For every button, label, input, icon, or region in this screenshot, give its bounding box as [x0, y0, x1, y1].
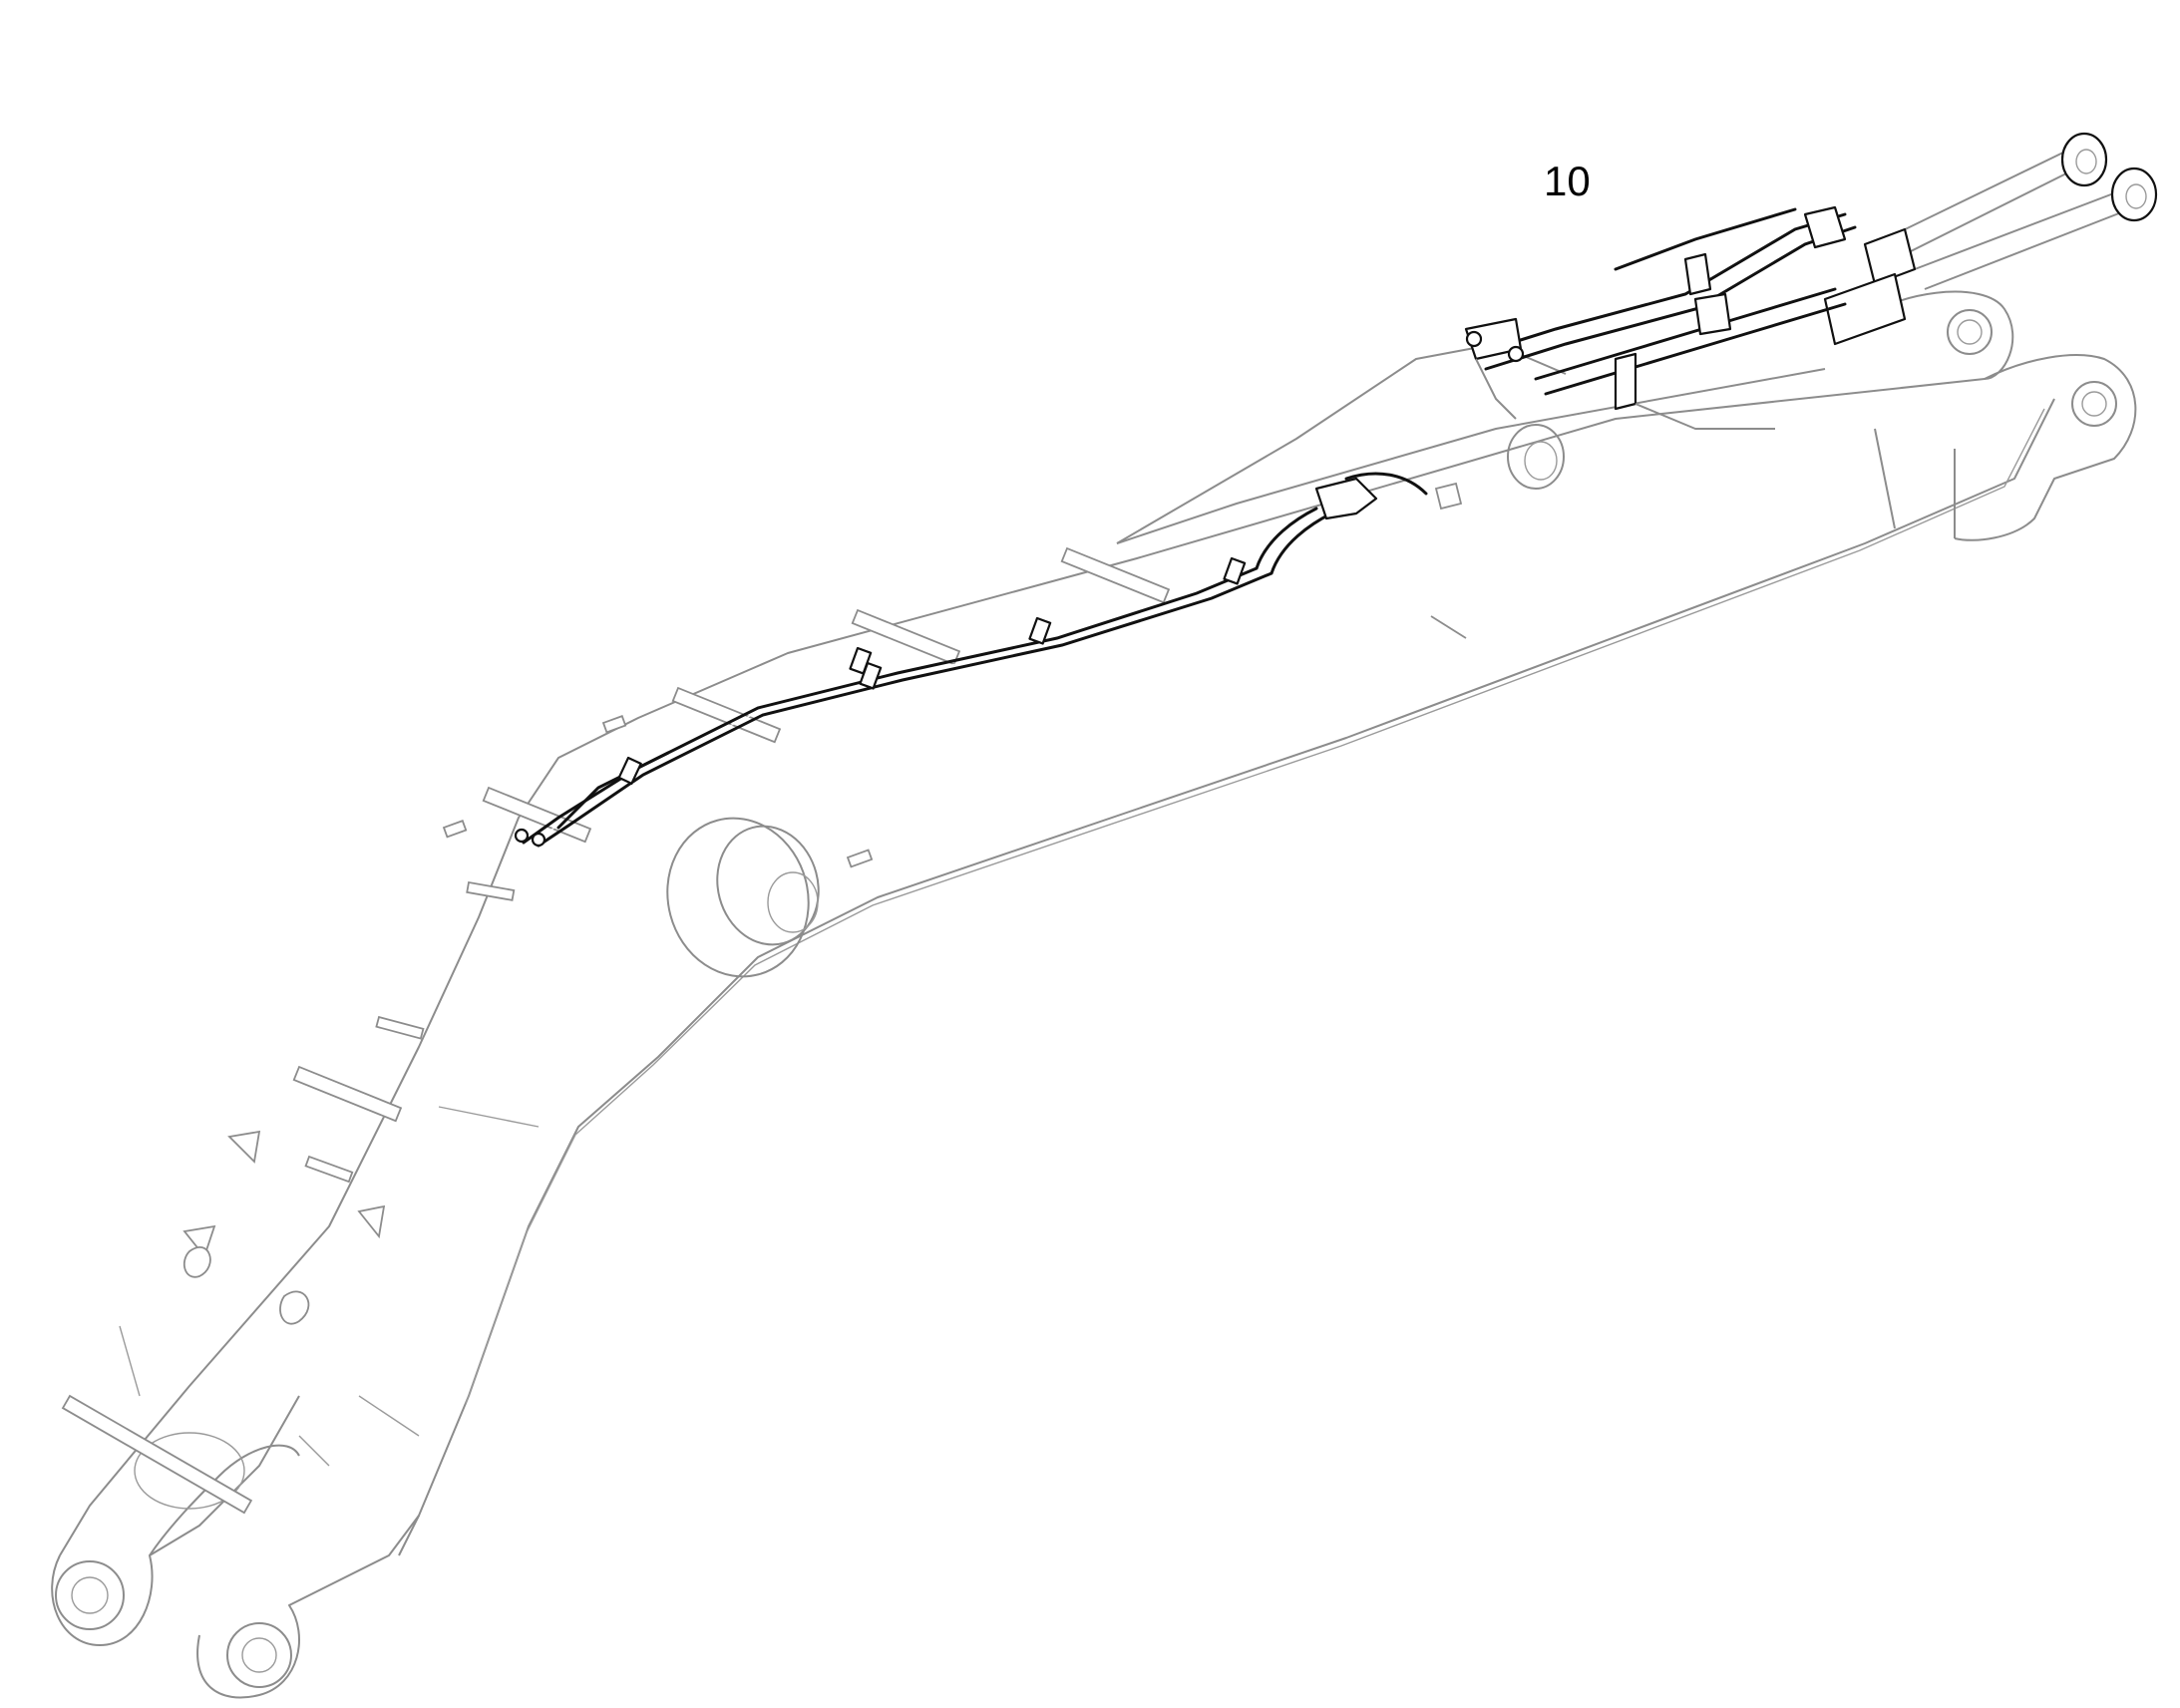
- callout-label-10: 10: [1544, 158, 1591, 204]
- boom-structure: [51, 290, 2137, 1699]
- boom-cylinder-assembly: [1464, 132, 2158, 430]
- hydraulic-hose-lines: [514, 472, 1428, 848]
- clamp-plates: [61, 546, 1171, 1515]
